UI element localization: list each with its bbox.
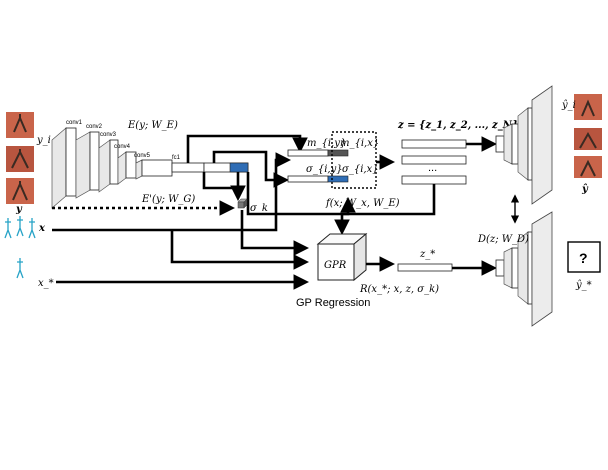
label-f-fn: f(x; W_x, W_E) [325,198,400,209]
output-photo-2 [574,128,602,150]
label-fc1: fc1 [172,155,181,161]
label-x-star: x_* [38,278,54,289]
label-decoder-fn: D(z; W_D) [477,234,529,245]
z-bar-2 [401,155,467,165]
bar-sigma-ix [327,175,349,183]
sigma-k-cube [237,198,248,209]
z-bar-n [401,175,467,185]
decoder-top [495,85,553,205]
label-conv2: conv2 [86,124,103,130]
label-z-set: z = {z_1, z_2, ..., z_N} [397,120,518,131]
arrow-sigma-k-to-gpr [240,210,310,256]
label-conv4: conv4 [114,144,131,150]
conv2-block [89,131,100,191]
conv5-block [141,159,173,177]
label-gpr: GPR [324,260,347,271]
label-conv1: conv1 [66,120,83,126]
label-x: x [38,223,46,234]
label-encoder-fn: E(y; W_E) [127,120,178,131]
arrow-to-m-iy [186,134,308,163]
arrow-z-to-gpr [334,184,436,236]
arrow-to-f [246,172,356,216]
input-photos [6,112,34,204]
label-sigma-k: σ_k [250,203,268,214]
skeleton-icon [4,216,36,279]
conv1-side [51,127,67,209]
bar-m-iy [287,149,329,157]
arrow-x-to-f [52,152,292,232]
label-gp-regression: GP Regression [296,297,370,309]
label-m-ix: m_{i,x} [340,138,379,149]
label-shape-encoder-fn: E'(y; W_G) [141,194,195,205]
label-y-i: y_i [36,135,51,146]
z-set-bars [401,139,467,185]
label-m-iy: m_{i,y} [307,138,346,149]
f-dotted-box [331,131,377,189]
label-sigma-iy: σ_{i,y} [306,164,343,175]
label-sigma-ix: σ_{i,x} [342,164,379,175]
z-star-bar [397,263,453,272]
unknown-mark: ? [579,250,588,266]
label-y-hat-i: ŷ_i [561,100,576,111]
output-photos [574,94,602,178]
label-conv3: conv3 [100,132,117,138]
arrow-x-to-gpr [170,230,310,270]
conv1-block [65,127,77,197]
bar-sigma-iy [287,175,329,183]
z-bar-1 [401,139,467,149]
bar-m-ix [327,149,349,157]
unknown-output-box [567,241,601,273]
arrow-branch [202,172,236,190]
decoder-bottom [495,211,553,327]
label-y-hat-set: ŷ [581,184,589,195]
output-photo-1 [574,94,602,120]
label-z-star: z_* [419,249,435,260]
label-y-set: y [15,204,23,215]
encoder-cnn [51,127,249,209]
latent-bars [287,131,377,189]
arrow-to-sigma-iy [212,150,290,188]
fc1-block [171,162,205,173]
label-conv5: conv5 [134,153,151,159]
output-photo-3 [574,156,602,178]
label-gp-fn: R(x_*; x, z, σ_k) [359,284,439,295]
label-ellipsis: ... [428,162,437,174]
gpr-cube [316,232,368,282]
fc-sigma-part [229,162,249,173]
label-y-hat-star: ŷ_* [575,280,592,291]
